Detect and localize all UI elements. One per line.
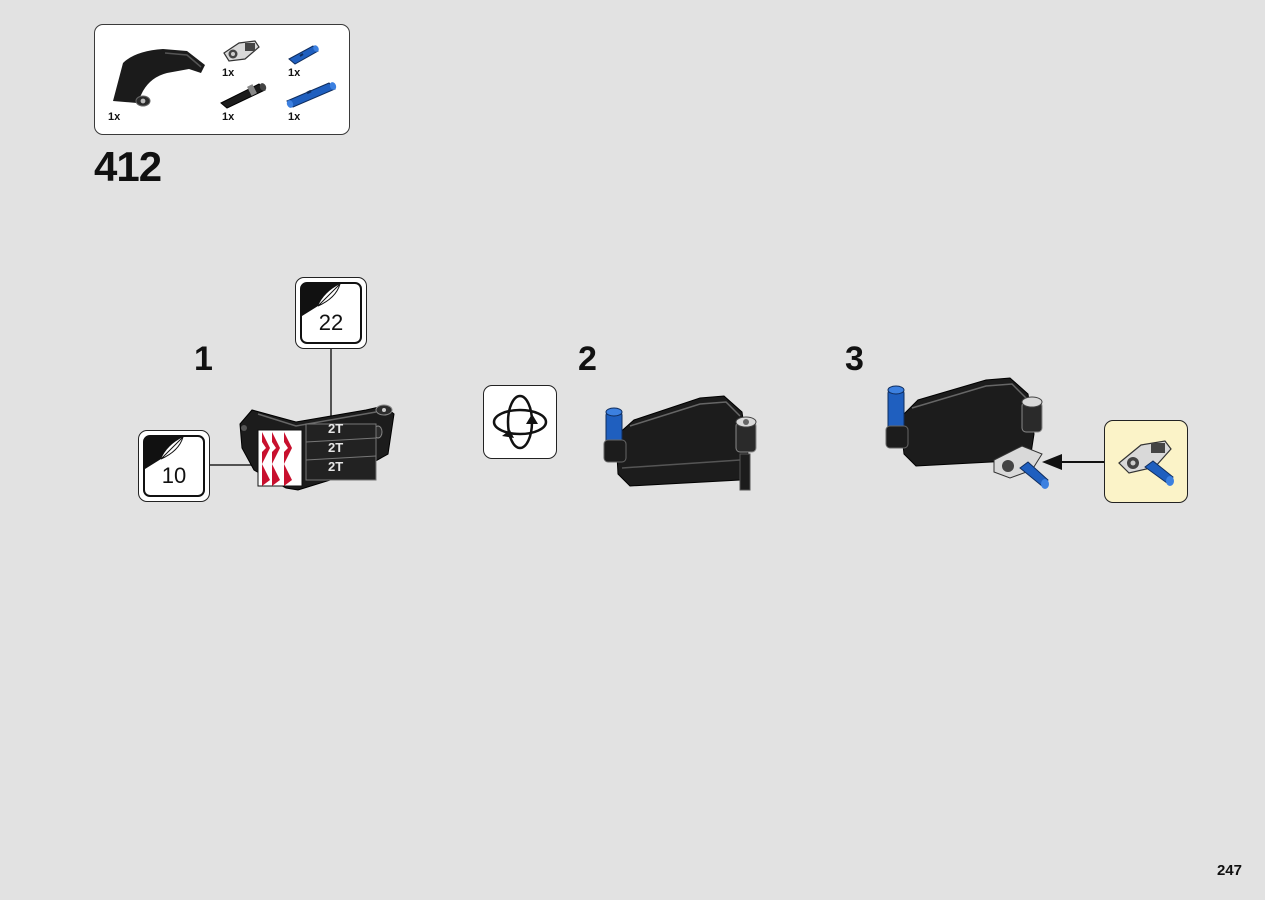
blue-axle-pin-icon <box>288 45 319 65</box>
black-pin-3l-icon <box>220 83 267 109</box>
sticker-callout-22: 22 <box>295 277 367 349</box>
cross-block-with-pin-icon <box>1118 440 1174 486</box>
blue-pin-3l-icon <box>286 82 337 108</box>
sticker-peel-icon <box>145 437 184 469</box>
qty-label: 1x <box>288 67 301 79</box>
panel-assembly-step2 <box>603 395 757 491</box>
load-label-sticker <box>305 423 377 481</box>
qty-label: 1x <box>108 111 121 123</box>
curved-panel-icon <box>113 49 205 107</box>
panel-label: 2T <box>328 440 344 455</box>
panel-label: 2T <box>328 459 344 474</box>
qty-label: 1x <box>222 67 235 79</box>
sticker-peel-icon <box>302 284 341 316</box>
sticker-frame: 22 <box>300 282 362 344</box>
page-number: 247 <box>1216 862 1242 879</box>
curved-panel-with-stickers <box>239 404 395 491</box>
chevron-sticker <box>257 429 303 487</box>
substep-number: 1 <box>194 340 213 378</box>
step-number: 412 <box>94 143 162 190</box>
arrow-left-icon <box>1042 454 1106 470</box>
sticker-frame: 10 <box>143 435 205 497</box>
parts-list: 1x 1x 1x 1x 1x <box>94 24 350 135</box>
cross-block-icon <box>223 40 260 62</box>
substep-number: 3 <box>845 340 864 378</box>
sticker-number: 22 <box>318 310 344 335</box>
rotate-model-icon <box>492 394 548 450</box>
sticker-callout-10: 10 <box>138 430 210 502</box>
qty-label: 1x <box>222 111 235 123</box>
rotate-callout <box>483 385 557 459</box>
substep-number: 2 <box>578 340 597 378</box>
panel-label: 2T <box>328 421 344 436</box>
sticker-number: 10 <box>161 463 187 488</box>
panel-assembly-step3 <box>885 377 1049 489</box>
add-part-callout <box>1104 420 1188 503</box>
qty-label: 1x <box>288 111 301 123</box>
